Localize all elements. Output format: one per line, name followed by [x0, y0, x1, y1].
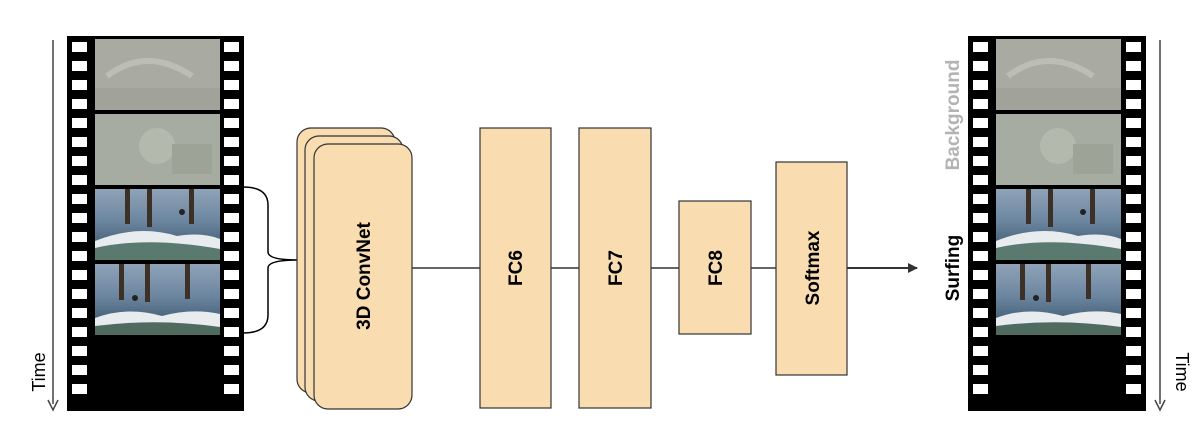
frame-2-background [95, 114, 220, 185]
time-axis-right: Time [1154, 40, 1192, 412]
output-frame-5-black [996, 339, 1121, 409]
output-perforations-left [973, 42, 988, 394]
frame-5-black [95, 339, 220, 409]
output-frame-2-background [996, 114, 1121, 185]
fc6-label: FC6 [506, 250, 527, 286]
time-label-right: Time [1172, 352, 1192, 391]
output-frame-3-surfing [996, 189, 1121, 260]
fc7-block: FC7 [578, 127, 652, 409]
background-class-label: Background [943, 60, 964, 171]
softmax-label: Softmax [803, 230, 824, 305]
time-axis-left: Time [29, 40, 59, 412]
fc7-label: FC7 [606, 250, 627, 286]
fc8-label: FC8 [706, 250, 727, 286]
convnet-label: 3D ConvNet [354, 221, 375, 329]
frame-1-background [95, 39, 220, 110]
frame-4-surfing [95, 264, 220, 335]
output-perforations-right [1126, 42, 1141, 394]
fc6-block: FC6 [479, 127, 552, 409]
fc8-block: FC8 [678, 200, 752, 335]
filmstrip-perforations-left [72, 42, 87, 394]
output-filmstrip [968, 36, 1146, 411]
input-filmstrip [67, 36, 244, 411]
convnet-block: 3D ConvNet [296, 127, 413, 410]
frame-3-surfing [95, 189, 220, 260]
output-frame-1-background [996, 39, 1121, 110]
frame-group-brace [242, 186, 299, 334]
softmax-block: Softmax [775, 161, 848, 376]
output-frame-4-surfing [996, 264, 1121, 335]
surfing-class-label: Surfing [943, 235, 964, 302]
time-label-left: Time [29, 352, 49, 391]
filmstrip-perforations-right [224, 42, 239, 394]
